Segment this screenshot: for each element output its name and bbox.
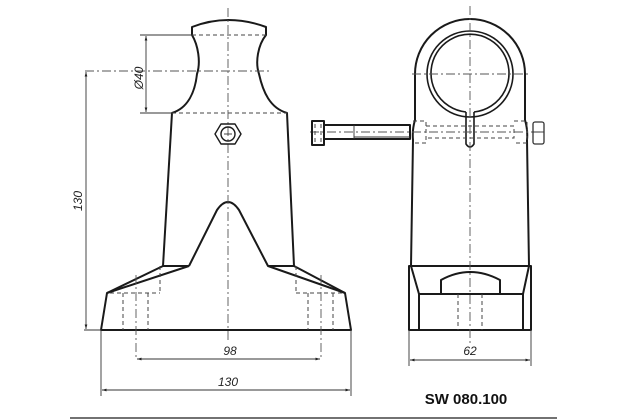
dimension-height: 130: [71, 191, 85, 211]
nut-side-icon: [532, 121, 545, 145]
front-view: Ø40 130 98 130: [71, 8, 352, 396]
front-view-rib: [106, 201, 346, 294]
part-number: SW 080.100: [425, 391, 508, 408]
nut-icon: [214, 123, 242, 145]
front-view-outline: [100, 19, 352, 331]
dimension-base-width: 130: [218, 375, 238, 389]
dimension-diameter: Ø40: [132, 66, 146, 90]
dimension-base-depth: 62: [463, 344, 477, 358]
dimension-hole-spacing: 98: [223, 344, 237, 358]
bolt-icon: [311, 120, 411, 146]
side-view: 62: [310, 6, 540, 366]
